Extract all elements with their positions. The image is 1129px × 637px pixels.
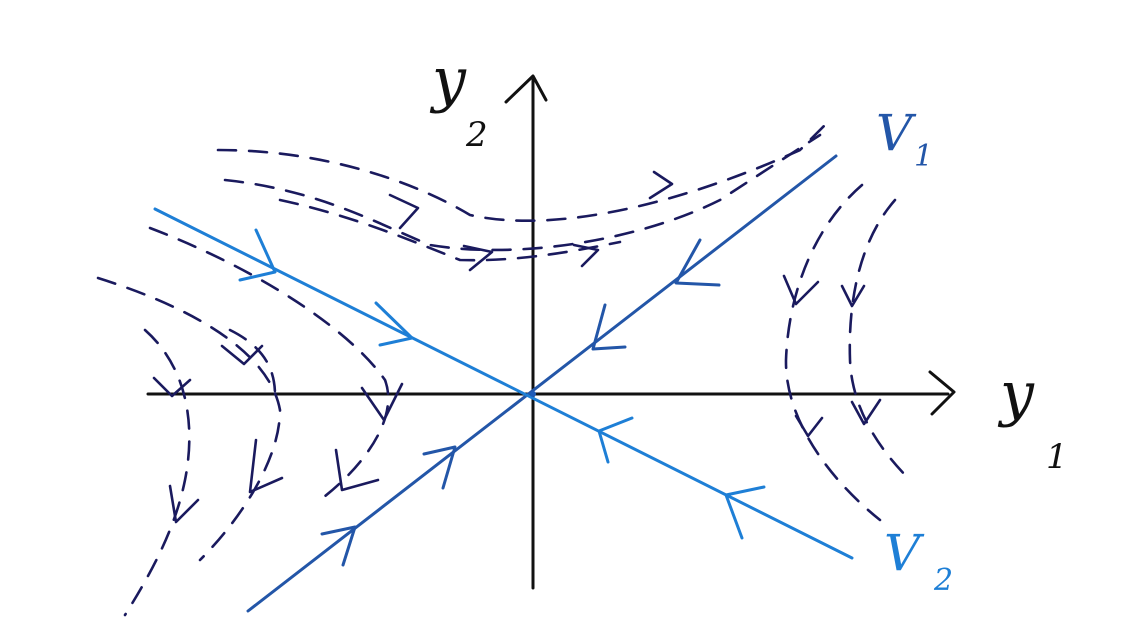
trajectory — [784, 183, 882, 522]
v2-arrow-left-near — [374, 301, 414, 347]
v1-label-letter: V — [876, 104, 917, 162]
y1-axis-label: y 1 — [997, 359, 1068, 477]
v1-arrow-upper-near — [591, 303, 627, 351]
trajectories-top — [216, 118, 832, 272]
v1-arrow-lower-far — [320, 525, 357, 567]
trajectory-arrow — [794, 414, 824, 438]
eigenvector-v2 — [153, 207, 854, 560]
v2-arrow-right-far — [724, 485, 766, 540]
y2-axis-letter: y — [429, 45, 467, 115]
trajectory-arrow — [462, 244, 494, 272]
trajectory-arrow — [572, 243, 600, 268]
trajectories-right — [782, 183, 912, 522]
trajectory-arrow — [168, 484, 200, 524]
trajectory-arrow — [388, 193, 420, 230]
trajectory — [278, 198, 622, 262]
v1-arrow-lower-near — [422, 445, 457, 490]
trajectory-arrow — [360, 382, 404, 422]
trajectory-arrow — [334, 448, 380, 492]
trajectory — [148, 226, 390, 502]
origin-point — [530, 391, 536, 397]
trajectory-arrow — [782, 274, 820, 306]
v1-arrow-upper-far — [674, 238, 721, 287]
v1-label: V 1 — [876, 104, 933, 174]
trajectory-arrow — [152, 376, 192, 398]
trajectory — [848, 198, 912, 482]
trajectory — [223, 133, 822, 252]
y1-axis-subscript: 1 — [1046, 437, 1068, 477]
trajectory — [96, 276, 282, 562]
trajectory-arrow — [220, 344, 264, 366]
trajectory — [123, 328, 191, 617]
v2-label: V 2 — [884, 524, 953, 598]
axes — [146, 74, 956, 590]
eigenvector-v1 — [246, 154, 838, 613]
trajectory-arrow — [248, 438, 284, 494]
v2-label-subscript: 2 — [933, 563, 953, 598]
v2-line — [153, 207, 854, 560]
trajectory-arrow — [840, 284, 866, 308]
v2-arrow-left-far — [238, 228, 277, 282]
trajectory — [216, 118, 832, 222]
y1-axis-letter: y — [997, 359, 1035, 429]
v2-arrow-right-near — [597, 416, 634, 464]
y1-axis-arrowhead — [928, 370, 956, 416]
v2-label-letter: V — [884, 524, 925, 582]
trajectory — [228, 328, 277, 397]
v1-line — [246, 154, 838, 613]
y2-axis-label: y 2 — [429, 45, 488, 155]
trajectory-arrow — [648, 170, 674, 200]
y2-axis-arrowhead — [504, 74, 548, 104]
v1-label-subscript: 1 — [914, 139, 933, 174]
y2-axis-subscript: 2 — [465, 115, 488, 155]
trajectories-left — [96, 226, 404, 617]
trajectory-arrow — [850, 398, 882, 426]
